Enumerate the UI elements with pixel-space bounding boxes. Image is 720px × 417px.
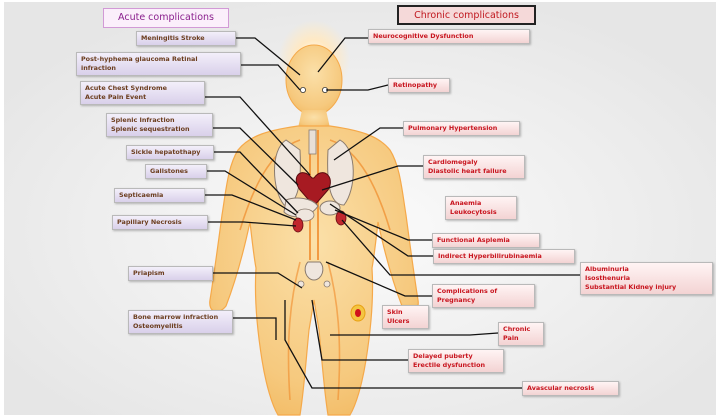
- label-text: Meningitis Stroke: [141, 34, 231, 43]
- label-text: Anaemia: [450, 199, 512, 208]
- label-text: Indirect Hyperbilirubinaemia: [438, 252, 570, 261]
- label-chronic-pain: Chronic Pain: [498, 322, 544, 346]
- label-text: Isosthenuria: [585, 274, 708, 283]
- chronic-complications-header: Chronic complications: [397, 5, 536, 25]
- label-priapism: Priapism: [128, 266, 213, 281]
- label-text: Priapism: [133, 269, 208, 278]
- label-bone-marrow-infraction: Bone marrow infraction Osteomyelitis: [128, 310, 233, 334]
- label-text: Osteomyelitis: [133, 322, 228, 331]
- label-text: Skin: [387, 308, 424, 317]
- label-pulmonary-hypertension: Pulmonary Hypertension: [403, 121, 520, 136]
- label-text: Septicaemia: [119, 191, 200, 200]
- label-text: Bone marrow infraction: [133, 313, 228, 322]
- label-retinopathy: Retinopathy: [388, 78, 450, 93]
- label-neurocognitive-dysfunction: Neurocognitive Dysfunction: [368, 29, 530, 44]
- label-text: Acute Pain Event: [85, 93, 200, 102]
- label-sickle-hepatothapy: Sickle hepatothapy: [126, 145, 214, 160]
- label-septicaemia: Septicaemia: [114, 188, 205, 203]
- label-text: Retinopathy: [393, 81, 445, 90]
- label-text: Functional Asplemia: [437, 236, 535, 245]
- label-delayed-puberty: Delayed puberty Erectile dysfunction: [408, 349, 504, 373]
- label-text: Pain: [503, 334, 539, 343]
- label-text: Splenic Infraction: [111, 116, 208, 125]
- label-papillary-necrosis: Papillary Necrosis: [112, 215, 208, 230]
- label-anaemia: Anaemia Leukocytosis: [445, 196, 517, 220]
- label-text: Albuminuria: [585, 265, 708, 274]
- label-meningitis-stroke: Meningitis Stroke: [136, 31, 236, 46]
- label-text: Cardiomegaly: [428, 158, 520, 167]
- label-indirect-hyperbilirubinaemia: Indirect Hyperbilirubinaemia: [433, 249, 575, 264]
- label-text: Avascular necrosis: [527, 384, 614, 393]
- label-text: Delayed puberty: [413, 352, 499, 361]
- trachea: [309, 130, 316, 154]
- label-text: Pulmonary Hypertension: [408, 124, 515, 133]
- left-eye-marker: [300, 87, 305, 92]
- acute-complications-header: Acute complications: [103, 8, 229, 28]
- label-avascular-necrosis: Avascular necrosis: [522, 381, 619, 396]
- label-text: Gallstones: [150, 167, 202, 176]
- label-functional-asplemia: Functional Asplemia: [432, 233, 540, 248]
- label-text: Complications of: [437, 287, 530, 296]
- label-text: Chronic: [503, 325, 539, 334]
- label-text: Post-hyphema glaucoma Retinal: [81, 55, 236, 64]
- label-acute-chest-syndrome: Acute Chest Syndrome Acute Pain Event: [80, 81, 205, 105]
- label-text: Splenic sequestration: [111, 125, 208, 134]
- label-post-hyphema-glaucoma: Post-hyphema glaucoma Retinal infraction: [76, 52, 241, 76]
- label-text: Ulcers: [387, 317, 424, 326]
- label-text: Leukocytosis: [450, 208, 512, 217]
- label-text: Substantial Kidney injury: [585, 283, 708, 292]
- label-text: Pregnancy: [437, 296, 530, 305]
- label-text: Acute Chest Syndrome: [85, 84, 200, 93]
- label-text: Sickle hepatothapy: [131, 148, 209, 157]
- label-gallstones: Gallstones: [145, 164, 207, 179]
- label-text: Diastolic heart failure: [428, 167, 520, 176]
- label-splenic-infraction: Splenic Infraction Splenic sequestration: [106, 113, 213, 137]
- bladder: [305, 262, 323, 280]
- label-skin-ulcers: Skin Ulcers: [382, 305, 429, 329]
- label-complications-of-pregnancy: Complications of Pregnancy: [432, 284, 535, 308]
- label-text: infraction: [81, 64, 236, 73]
- label-text: Papillary Necrosis: [117, 218, 203, 227]
- label-text: Erectile dysfunction: [413, 361, 499, 370]
- label-text: Neurocognitive Dysfunction: [373, 32, 525, 41]
- label-albuminuria: Albuminuria Isosthenuria Substantial Kid…: [580, 262, 713, 295]
- label-cardiomegaly: Cardiomegaly Diastolic heart failure: [423, 155, 525, 179]
